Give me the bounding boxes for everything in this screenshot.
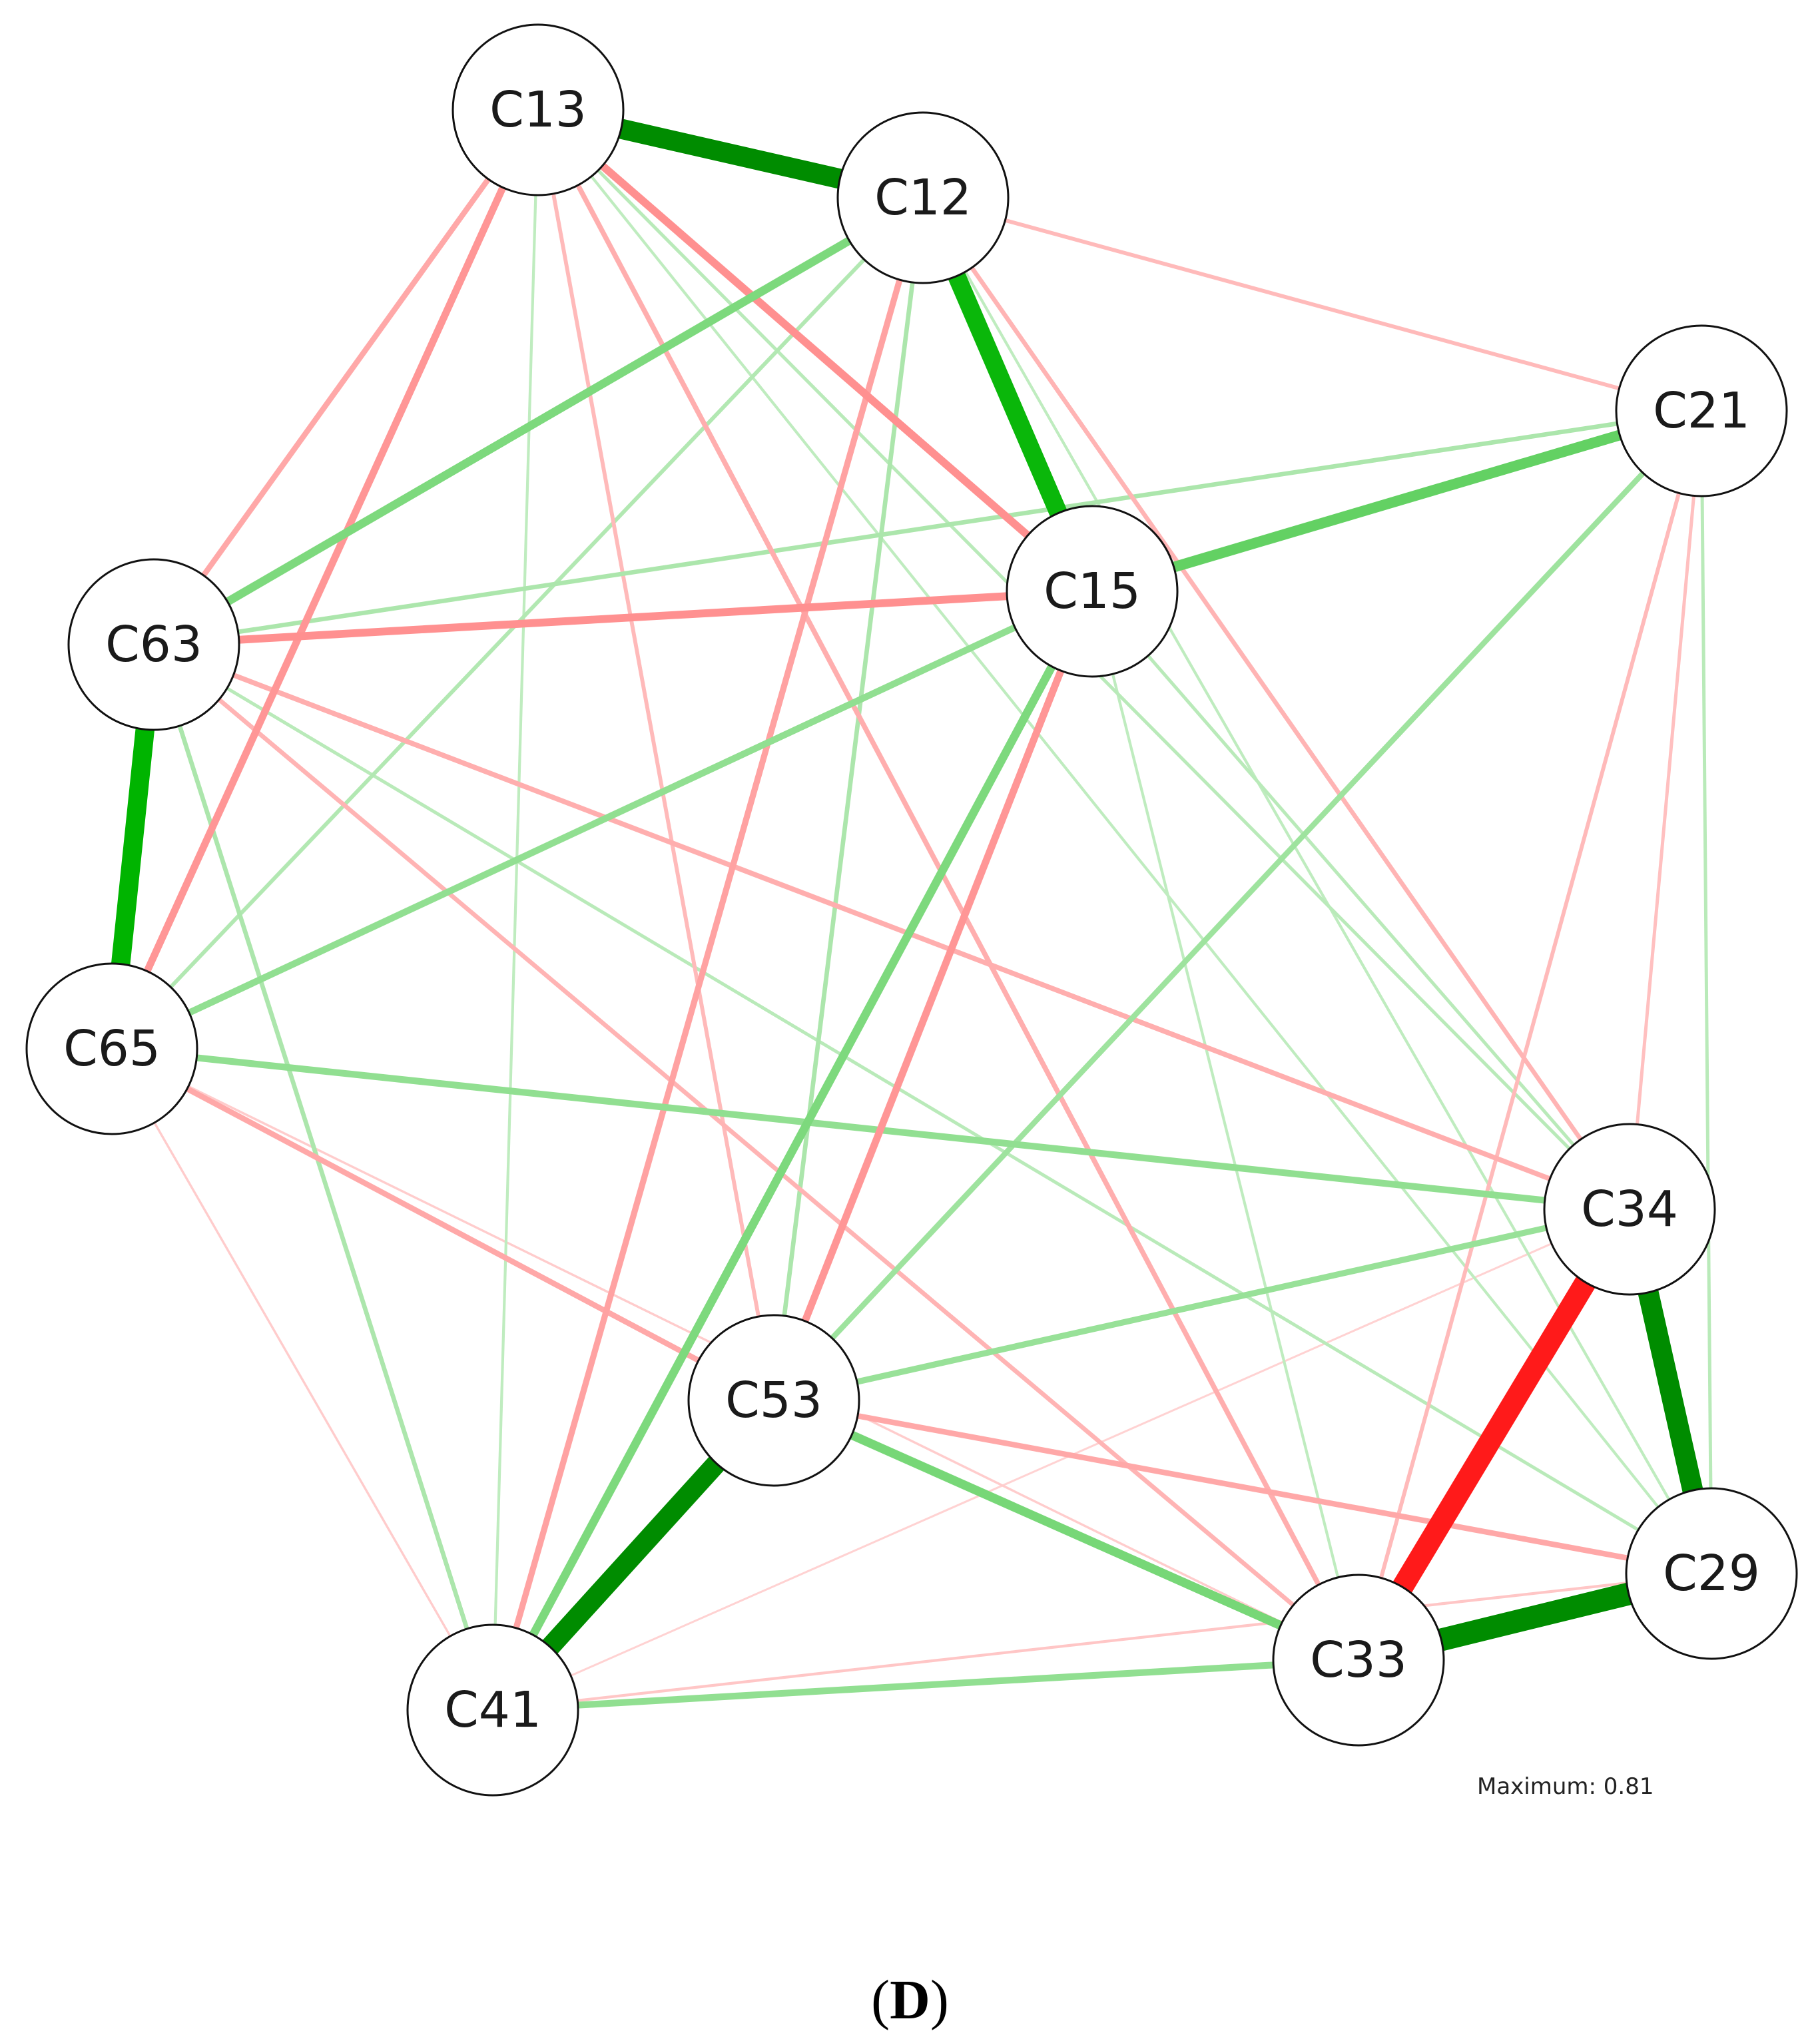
edge-c13-c41	[491, 109, 540, 1711]
node-label: C41	[444, 1681, 541, 1739]
node-c63: C63	[67, 558, 240, 731]
node-label: C12	[874, 169, 972, 226]
node-label: C15	[1044, 563, 1141, 620]
edge-c53-c29	[773, 1397, 1712, 1577]
node-circle	[406, 1623, 579, 1797]
node-c33: C33	[1272, 1574, 1445, 1747]
edge-c15-c65	[110, 588, 1094, 1052]
edge-c12-c34	[921, 196, 1632, 1211]
node-c53: C53	[687, 1314, 860, 1487]
edge-c34-c33	[1349, 1203, 1640, 1666]
edge-c15-c53	[770, 590, 1096, 1402]
edge-c12-c63	[151, 194, 926, 649]
edge-c41-c34	[492, 1208, 1630, 1711]
edges-layer	[102, 100, 1722, 1717]
maximum-label: Maximum: 0.81	[1477, 1773, 1654, 1800]
node-circle	[1543, 1123, 1716, 1296]
node-circle	[687, 1314, 860, 1487]
edge-c13-c63	[151, 108, 541, 647]
panel-label-open: (	[871, 1969, 890, 2031]
node-c12: C12	[836, 111, 1010, 284]
edge-c12-c41	[489, 196, 926, 1711]
node-c41: C41	[406, 1623, 579, 1797]
edge-c15-c33	[1090, 591, 1361, 1661]
node-c29: C29	[1625, 1487, 1798, 1660]
node-circle	[836, 111, 1010, 284]
edge-c12-c29	[922, 196, 1713, 1575]
node-c34: C34	[1543, 1123, 1716, 1296]
edge-c12-c53	[771, 197, 926, 1401]
edge-c21-c29	[1699, 410, 1713, 1574]
node-c65: C65	[25, 962, 198, 1135]
edge-c63-c29	[152, 643, 1713, 1576]
node-circle	[67, 558, 240, 731]
edge-c41-c29	[492, 1572, 1712, 1712]
node-c21: C21	[1615, 324, 1788, 497]
edge-c15-c21	[1090, 406, 1703, 597]
node-circle	[1272, 1574, 1445, 1747]
edge-c21-c34	[1628, 410, 1703, 1210]
node-label: C53	[725, 1372, 822, 1429]
node-label: C34	[1581, 1181, 1678, 1238]
edge-c53-c34	[772, 1206, 1631, 1404]
edge-c65-c34	[111, 1045, 1630, 1213]
edge-c13-c53	[536, 109, 776, 1401]
edge-c41-c33	[492, 1656, 1359, 1714]
edge-c21-c33	[1357, 410, 1703, 1661]
node-label: C33	[1310, 1631, 1407, 1689]
edge-c12-c21	[922, 196, 1702, 413]
edge-c53-c33	[772, 1396, 1361, 1665]
edge-c13-c29	[537, 109, 1713, 1575]
edge-c63-c41	[151, 643, 495, 1711]
edge-c15-c41	[489, 589, 1096, 1712]
node-c13: C13	[452, 23, 625, 196]
edge-c21-c53	[771, 409, 1704, 1402]
node-c15: C15	[1006, 505, 1179, 678]
node-circle	[1625, 1487, 1798, 1660]
edge-c13-c33	[535, 109, 1361, 1661]
node-circle	[1006, 505, 1179, 678]
node-label: C29	[1663, 1545, 1760, 1602]
node-label: C13	[489, 81, 587, 139]
panel-label-letter: D	[890, 1969, 930, 2031]
node-circle	[25, 962, 198, 1135]
node-label: C21	[1653, 382, 1750, 439]
node-label: C65	[63, 1020, 160, 1077]
edge-c15-c34	[1091, 590, 1631, 1211]
node-circle	[1615, 324, 1788, 497]
edge-c13-c65	[109, 108, 541, 1051]
edge-c65-c41	[111, 1048, 494, 1711]
node-circle	[452, 23, 625, 196]
edge-c13-c15	[535, 107, 1095, 595]
edge-c63-c34	[152, 642, 1631, 1212]
edge-c21-c63	[153, 408, 1702, 647]
edge-c63-c33	[152, 643, 1361, 1662]
panel-label: (D)	[0, 1968, 1820, 2032]
node-label: C63	[105, 616, 202, 673]
edge-c63-c15	[153, 587, 1093, 649]
panel-label-close: )	[930, 1969, 949, 2031]
edge-c65-c53	[111, 1046, 775, 1403]
